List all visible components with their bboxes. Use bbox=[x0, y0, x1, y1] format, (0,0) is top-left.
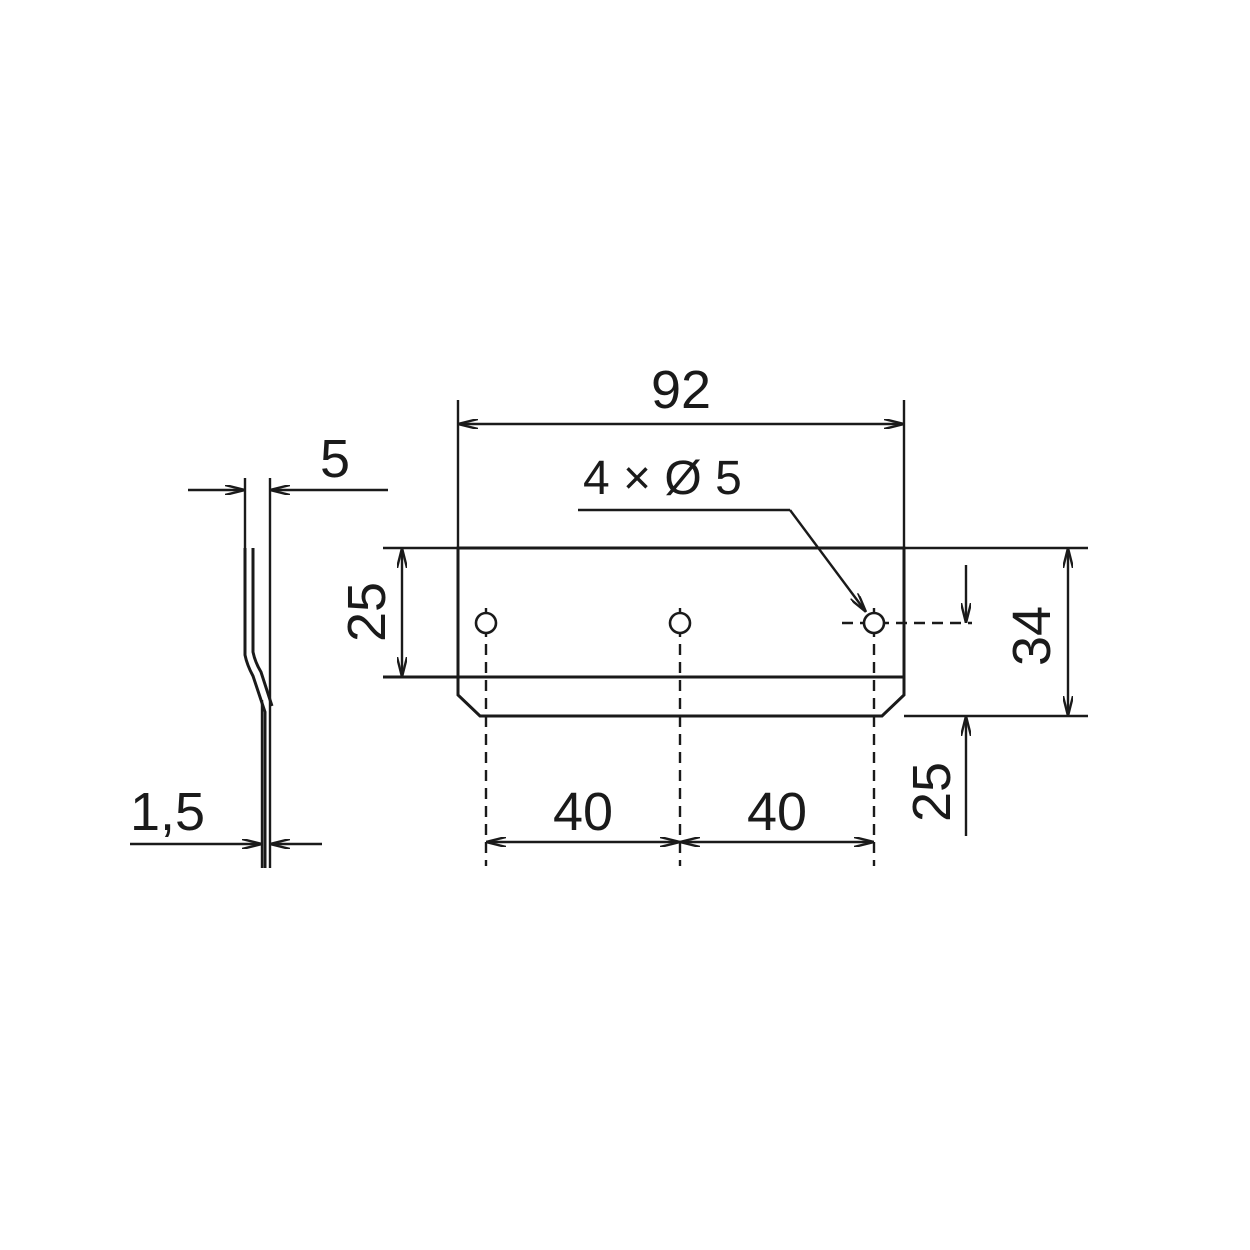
hole-1 bbox=[474, 611, 498, 635]
dim-40-right-label: 40 bbox=[747, 782, 807, 842]
dim-92-label: 92 bbox=[651, 360, 711, 420]
dim-34-label: 34 bbox=[1002, 606, 1062, 666]
hole-callout-label: 4 × Ø 5 bbox=[583, 452, 742, 505]
dim-40-left-label: 40 bbox=[553, 782, 613, 842]
hole-2 bbox=[668, 611, 692, 635]
dim-right-25-label: 25 bbox=[902, 762, 962, 822]
side-bottom-label: 1,5 bbox=[130, 782, 205, 842]
hole-3 bbox=[862, 611, 886, 635]
dim-left-25-label: 25 bbox=[337, 582, 397, 642]
side-profile-outer bbox=[243, 548, 267, 868]
side-profile-inner bbox=[251, 548, 274, 707]
side-top-label: 5 bbox=[320, 429, 350, 489]
side-view: 5 1,5 bbox=[130, 429, 388, 868]
front-view: 92 4 × Ø 5 25 34 25 40 40 bbox=[337, 360, 1088, 866]
callout-leader-arrow bbox=[789, 509, 866, 612]
